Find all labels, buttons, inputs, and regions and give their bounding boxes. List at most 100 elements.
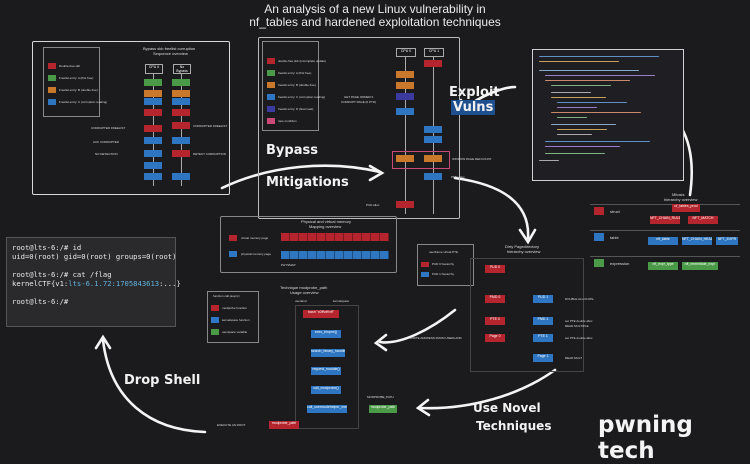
panel-cpu-race: double-free skb (incomplete update) free…: [258, 37, 492, 219]
race-orange-2: [396, 82, 414, 89]
node-root: nf_tables_prod: [672, 204, 700, 212]
event-blue-3: [144, 137, 162, 144]
code-line: [557, 134, 592, 136]
dpd-pmd1: PMD 1: [533, 317, 553, 325]
legend-red-label: Double-free skb: [59, 64, 81, 68]
race-orange-3: [396, 155, 414, 162]
dpd-legend-blue: [421, 272, 429, 277]
cpu-legend-red: [267, 58, 275, 64]
flag-value: lts-6.1.72:1705843613: [68, 279, 160, 288]
code-panel: [532, 49, 684, 181]
cpu-legend-blue-label: freelist entry: C (corruption reading): [278, 95, 326, 99]
label-techniques: Techniques: [476, 419, 552, 433]
tech-note-0: EXECUTE AS ROOT: [217, 423, 246, 427]
code-line: [557, 129, 607, 131]
legend-box: [43, 47, 100, 117]
node-expr-type: nft_expr_type: [648, 262, 678, 270]
cpu-legend-purple: [267, 106, 275, 112]
dpd-pte1: PTE 1: [533, 334, 553, 342]
label-exploit: Exploit: [449, 85, 500, 100]
dpd-note-2: READ MULTIPLE: [565, 324, 589, 328]
dpd-legend-1: PUD 0 hierarchy: [432, 262, 455, 266]
panel-double-free: Bypass skb freelist corruption Sequence …: [32, 41, 230, 195]
cpu-legend-pink-label: race condition: [278, 119, 297, 123]
tech-legend-red: [211, 305, 219, 311]
code-line: [551, 97, 606, 99]
code-line: [551, 85, 611, 87]
physical-page-strip: [281, 251, 389, 259]
code-line: [551, 112, 641, 114]
dpd-legend-0: userframe virtual PTE: [429, 250, 459, 254]
cpu-legend-green: [267, 70, 275, 76]
panel-technique: function call (async) modprobe function …: [205, 283, 405, 433]
tech-legend-1: modprobe function: [222, 306, 247, 310]
dpd-page0: Page 0: [485, 334, 505, 342]
label-mitigations: Mitigations: [266, 175, 349, 190]
node-match: NFT_MATCH: [688, 216, 718, 224]
memory-title: Physical and virtual memory: [301, 219, 352, 224]
tech-legend-blue: [211, 317, 219, 323]
event-blue-7: [144, 173, 162, 180]
legend-virtual-label: virtual memory page: [241, 236, 269, 240]
race-blue-4: [424, 173, 442, 180]
code-line: [557, 102, 627, 104]
label-drop-shell: Drop Shell: [124, 373, 201, 388]
terminal-line-2: uid=0(root) gid=0(root) groups=0(root): [12, 252, 177, 261]
terminal-line-3: root@lts-6:/# cat /flag: [12, 270, 112, 279]
cpu-legend-purple-label: freelist entry: D (final read): [278, 107, 314, 111]
tech-legend-0: function call (async): [213, 294, 240, 298]
tech-exec-binprm: exec_binprm(): [311, 330, 341, 338]
arrow-drop-shell-head: [94, 334, 112, 350]
tech-modprobe-red: modprobe_path: [269, 421, 299, 429]
note-corrupted-freelist: CORRUPTED FREELIST: [91, 126, 126, 130]
code-line: [539, 61, 619, 63]
hierarchy-row-struct: [590, 204, 740, 225]
label-vulns: Vulns: [451, 100, 496, 115]
tech-col-kernel: kernelspace: [333, 299, 350, 303]
tech-col-userland: userland: [295, 299, 307, 303]
race-purple-1: [396, 93, 414, 100]
event-blue-8: [172, 173, 190, 180]
hierarchy-row-table: [590, 230, 740, 251]
code-line: [545, 80, 630, 82]
tech-bash: bash "x0ff\xff\xff": [303, 310, 339, 318]
legend-blue-label: Freelist entry: C (corruption reading): [59, 100, 108, 104]
code-line: [557, 117, 587, 119]
memory-subtitle: Mapping overview: [309, 224, 342, 229]
terminal-line-1: root@lts-6:/# id: [12, 243, 82, 252]
code-line: [551, 124, 616, 126]
terminal-line-5: root@lts-6:/#: [12, 297, 69, 306]
panel-double-free-subtitle: Sequence overview: [153, 51, 188, 56]
flag-suffix: :...}: [159, 279, 181, 288]
note-corrupted-freelist-2: CORRUPTED FREELIST: [193, 124, 228, 128]
note-get-page: GET PAGE ORDER 0: [344, 95, 374, 99]
row-table-label: table: [610, 235, 619, 240]
dpd-legend-box: [417, 244, 474, 286]
dpd-pud0: PUD 0: [485, 265, 505, 273]
col-header-2: No Bypass: [173, 64, 191, 74]
legend-green: [48, 75, 56, 81]
event-red-2: [172, 109, 190, 116]
row-expr-label: expression: [610, 261, 630, 266]
panel-hierarchy: Mitosis hierarchy overview struct table …: [590, 192, 740, 284]
note-pmd-alloc: PMD alloc: [451, 175, 465, 179]
timeline-2: [181, 74, 182, 186]
race-orange-1: [396, 71, 414, 78]
code-line: [545, 141, 650, 143]
cpu-legend-blue: [267, 94, 275, 100]
title-line-1: An analysis of a new Linux vulnerability…: [264, 2, 486, 16]
node-table: nft_table: [648, 237, 678, 245]
terminal-window[interactable]: root@lts-6:/# id uid=0(root) gid=0(root)…: [6, 237, 181, 327]
race-orange-4: [424, 155, 442, 162]
legend-virtual: [229, 235, 237, 241]
node-immediate: nft_immediate_expr: [682, 262, 718, 270]
page-title: An analysis of a new Linux vulnerability…: [0, 3, 750, 29]
legend-green-label: Freelist entry: A (first free): [59, 76, 94, 80]
dpd-note-0: DOUBLE ALLOCATE: [565, 297, 594, 301]
code-line: [539, 160, 559, 162]
tech-subtitle: Usage overview: [290, 290, 319, 295]
hierarchy-row-expr: [590, 256, 740, 277]
node-chain-rule: NFT_CHAIN_RULE: [650, 216, 680, 224]
row-table-swatch: [594, 233, 604, 241]
